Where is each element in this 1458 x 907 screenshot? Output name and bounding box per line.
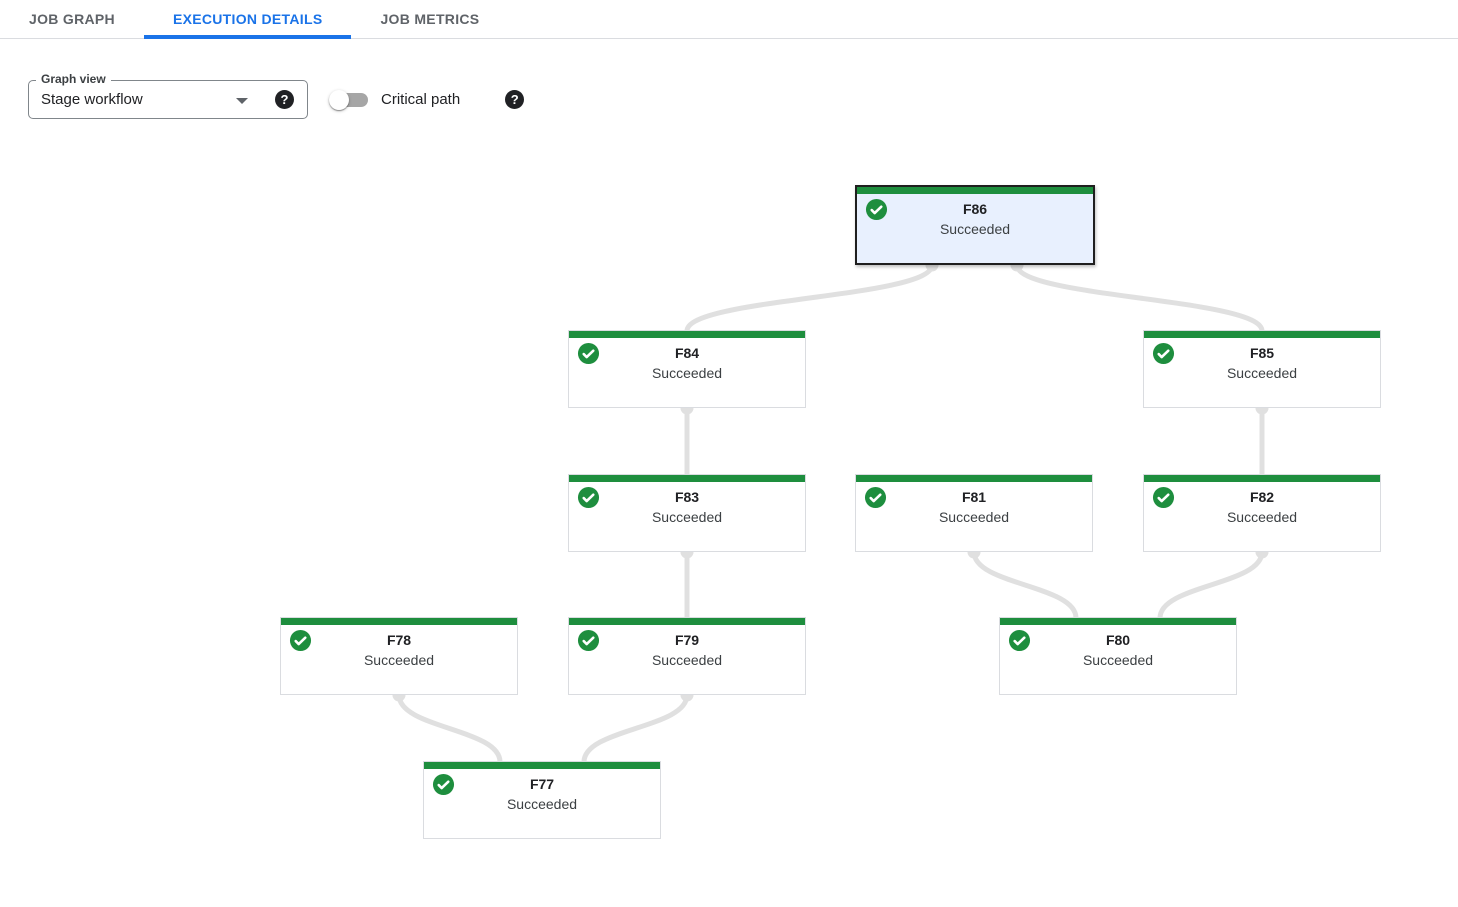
edge-F82-F80 — [1157, 549, 1265, 621]
edge-F81-F80 — [971, 549, 1079, 621]
stage-status: Succeeded — [651, 652, 723, 668]
stage-name: F84 — [674, 345, 700, 361]
stage-status: Succeeded — [506, 796, 578, 812]
stage-name: F83 — [674, 489, 700, 505]
stage-status: Succeeded — [1226, 509, 1298, 525]
stage-status: Succeeded — [939, 221, 1011, 237]
stage-name: F81 — [961, 489, 987, 505]
critical-path-toggle[interactable] — [329, 89, 368, 110]
stage-status: Succeeded — [1082, 652, 1154, 668]
status-color-bar — [424, 762, 660, 769]
check-circle-icon — [1152, 342, 1175, 365]
critical-path-control: Critical path ? — [329, 89, 525, 110]
status-color-bar — [569, 475, 805, 482]
stage-status: Succeeded — [1226, 365, 1298, 381]
status-color-bar — [856, 475, 1092, 482]
edge-F78-F77 — [396, 692, 503, 765]
status-color-bar — [857, 187, 1093, 194]
status-color-bar — [1144, 331, 1380, 338]
tab-job-graph[interactable]: JOB GRAPH — [29, 11, 115, 27]
critical-path-label: Critical path — [381, 91, 461, 108]
tab-job-metrics[interactable]: JOB METRICS — [380, 11, 480, 27]
toggle-knob — [329, 89, 349, 110]
stage-status: Succeeded — [651, 509, 723, 525]
status-color-bar — [569, 331, 805, 338]
tab-bar: JOB GRAPH EXECUTION DETAILS JOB METRICS — [0, 0, 1458, 39]
graph-view-value: Stage workflow — [41, 91, 143, 108]
check-circle-icon — [432, 773, 455, 796]
edge-F86-F85 — [1014, 262, 1265, 334]
check-circle-icon — [577, 629, 600, 652]
stage-name: F86 — [962, 201, 988, 217]
edge-F86-F84 — [684, 262, 935, 334]
stage-name: F80 — [1105, 632, 1131, 648]
stage-name: F85 — [1249, 345, 1275, 361]
edge-F79-F77 — [581, 692, 690, 765]
chevron-down-icon — [236, 98, 248, 104]
check-circle-icon — [577, 342, 600, 365]
status-color-bar — [1144, 475, 1380, 482]
stage-name: F77 — [529, 776, 555, 792]
graph-controls: Graph view Stage workflow ? Critical pat… — [28, 72, 1458, 119]
stage-name: F79 — [674, 632, 700, 648]
stage-status: Succeeded — [651, 365, 723, 381]
check-circle-icon — [289, 629, 312, 652]
status-color-bar — [569, 618, 805, 625]
stage-name: F78 — [386, 632, 412, 648]
check-circle-icon — [1008, 629, 1031, 652]
check-circle-icon — [1152, 486, 1175, 509]
tab-execution-details[interactable]: EXECUTION DETAILS — [143, 0, 352, 39]
stage-status: Succeeded — [938, 509, 1010, 525]
graph-view-help-icon[interactable]: ? — [275, 90, 294, 109]
graph-view-select[interactable]: Graph view Stage workflow ? — [28, 72, 308, 119]
check-circle-icon — [865, 198, 888, 221]
stage-status: Succeeded — [363, 652, 435, 668]
status-color-bar — [281, 618, 517, 625]
critical-path-help-icon[interactable]: ? — [505, 90, 525, 109]
status-color-bar — [1000, 618, 1236, 625]
check-circle-icon — [577, 486, 600, 509]
graph-view-label: Graph view — [36, 72, 111, 86]
check-circle-icon — [864, 486, 887, 509]
stage-name: F82 — [1249, 489, 1275, 505]
